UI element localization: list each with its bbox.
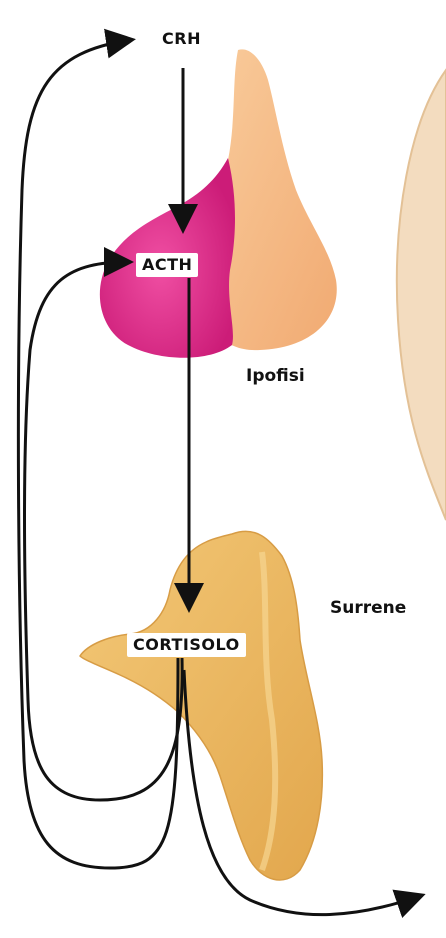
label-surrene: Surrene [330,598,406,618]
label-crh: CRH [156,27,207,51]
adrenal-gland [80,531,322,880]
brain-edge [397,70,446,520]
label-ipofisi: Ipofisi [246,366,305,386]
label-cortisolo: CORTISOLO [127,633,246,657]
label-acth: ACTH [136,253,198,277]
feedback-arrow-to-crh [18,40,178,868]
